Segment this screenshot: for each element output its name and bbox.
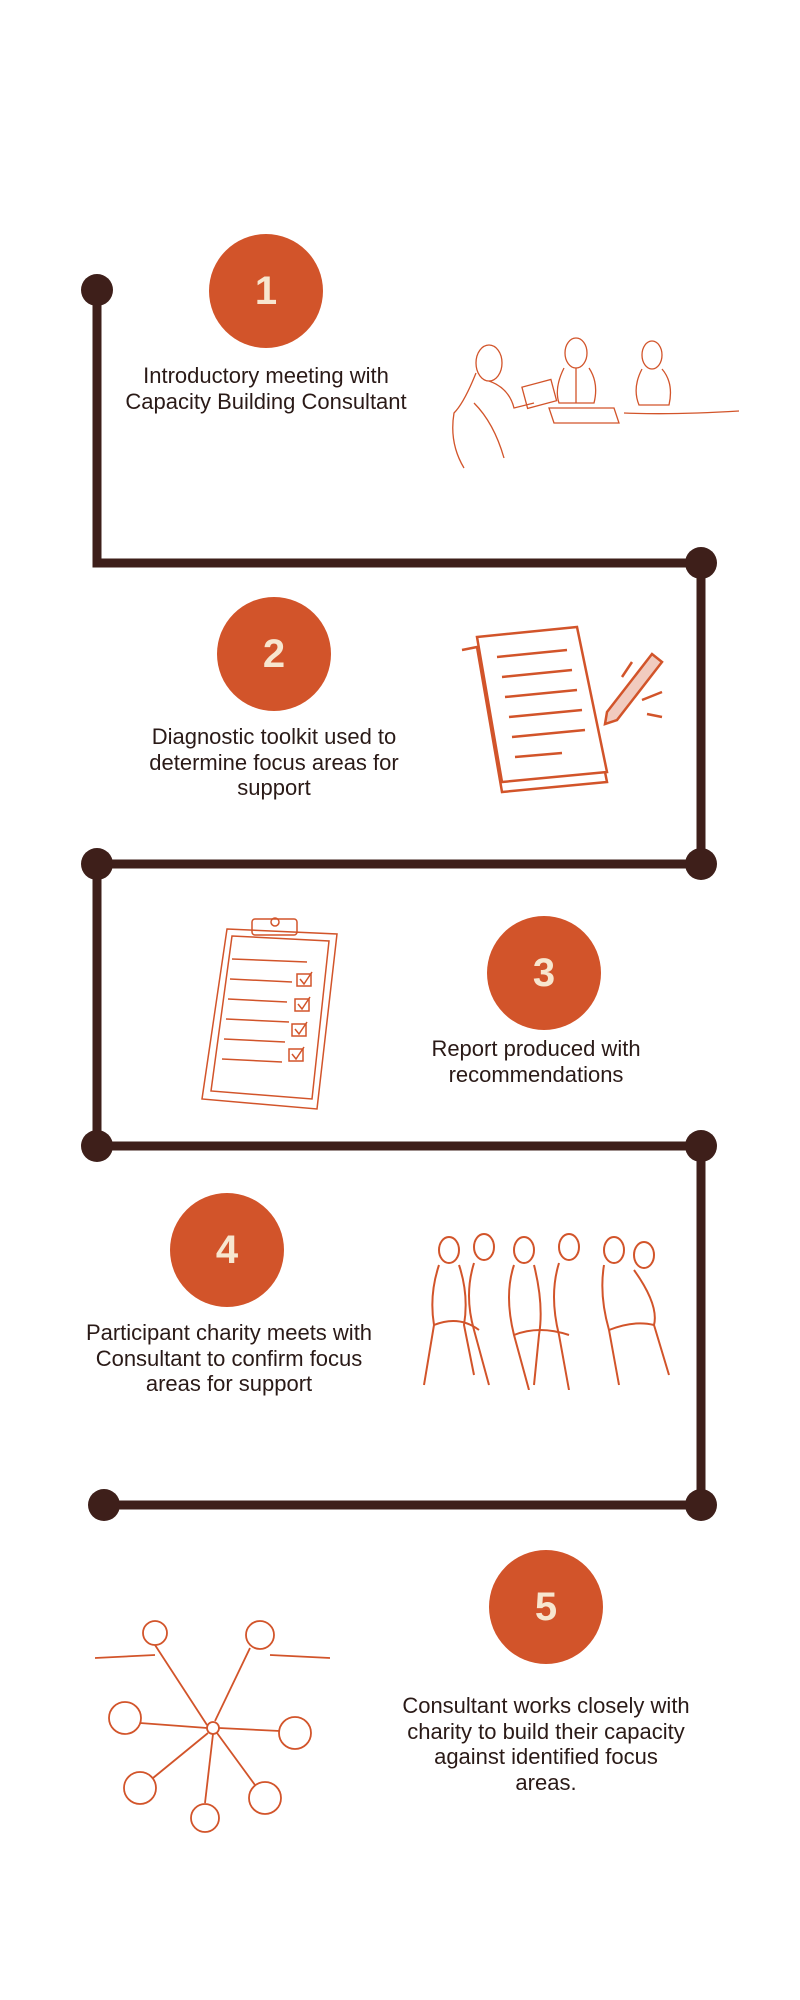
step-5-number-badge: 5 (489, 1550, 603, 1664)
step-number: 1 (254, 268, 278, 313)
step-4-number-badge: 4 (170, 1193, 284, 1307)
meeting-illustration (444, 333, 740, 473)
timeline-node (81, 848, 113, 880)
timeline-node (685, 1130, 717, 1162)
timeline-node (81, 1130, 113, 1162)
step-number: 3 (532, 950, 556, 995)
step-5-description: Consultant works closely with charity to… (402, 1693, 690, 1795)
step-1-description: Introductory meeting with Capacity Build… (125, 363, 407, 414)
timeline-node (685, 848, 717, 880)
clipboard-checklist-illustration (197, 914, 343, 1111)
step-number: 5 (534, 1584, 558, 1629)
step-3-description: Report produced with recommendations (431, 1036, 641, 1087)
step-2-description: Diagnostic toolkit used to determine foc… (149, 724, 399, 800)
timeline-node (88, 1489, 120, 1521)
timeline-node (685, 1489, 717, 1521)
step-number: 4 (215, 1227, 239, 1272)
timeline-node (685, 547, 717, 579)
team-hands-together-illustration (94, 1613, 331, 1835)
step-1-number-badge: 1 (209, 234, 323, 348)
timeline-node (81, 274, 113, 306)
step-3-number-badge: 3 (487, 916, 601, 1030)
step-2-number-badge: 2 (217, 597, 331, 711)
step-number: 2 (262, 631, 286, 676)
documents-pen-illustration (457, 622, 667, 794)
step-4-description: Participant charity meets with Consultan… (85, 1320, 373, 1396)
group-discussion-illustration (419, 1225, 673, 1391)
